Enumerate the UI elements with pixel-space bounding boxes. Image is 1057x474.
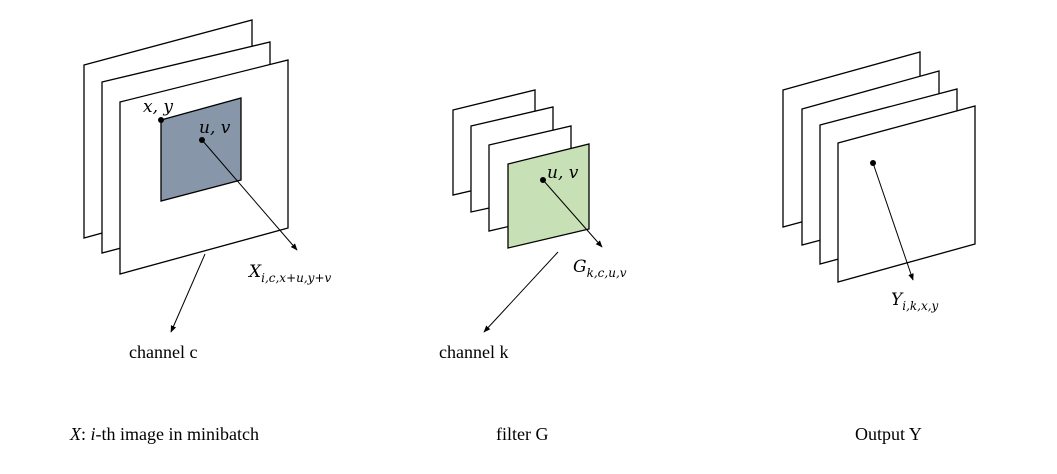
input-channel-label: channel c (129, 342, 197, 362)
input-position-label: x, y (143, 97, 173, 117)
input-feature-stack: x, y u, v Xi,c,x+u,y+v channel c X: i-th… (69, 19, 331, 444)
input-value-arrow (201, 139, 298, 251)
input-offset-label: u, v (199, 118, 231, 138)
input-value-label: Xi,c,x+u,y+v (247, 262, 331, 285)
filter-stack: u, v Gk,c,u,v channel k filter G (439, 89, 627, 444)
filter-caption: filter G (496, 424, 548, 444)
input-channel-arrow (170, 253, 206, 333)
input-caption: X: i-th image in minibatch (69, 424, 259, 444)
filter-front-sheet (507, 143, 590, 249)
output-value-label: Yi,k,x,y (891, 290, 939, 313)
filter-value-label: Gk,c,u,v (573, 257, 627, 280)
filter-channel-arrow (483, 251, 559, 333)
output-caption: Output Y (855, 424, 922, 444)
output-stack: Yi,k,x,y Output Y (782, 51, 976, 444)
filter-offset-label: u, v (547, 163, 579, 183)
filter-channel-label: channel k (439, 342, 508, 362)
input-receptive-field-patch (160, 97, 242, 202)
filter-value-arrow (542, 179, 603, 248)
output-value-arrow (872, 162, 914, 281)
input-position-dot (158, 117, 164, 123)
output-sheet-front (837, 105, 976, 283)
